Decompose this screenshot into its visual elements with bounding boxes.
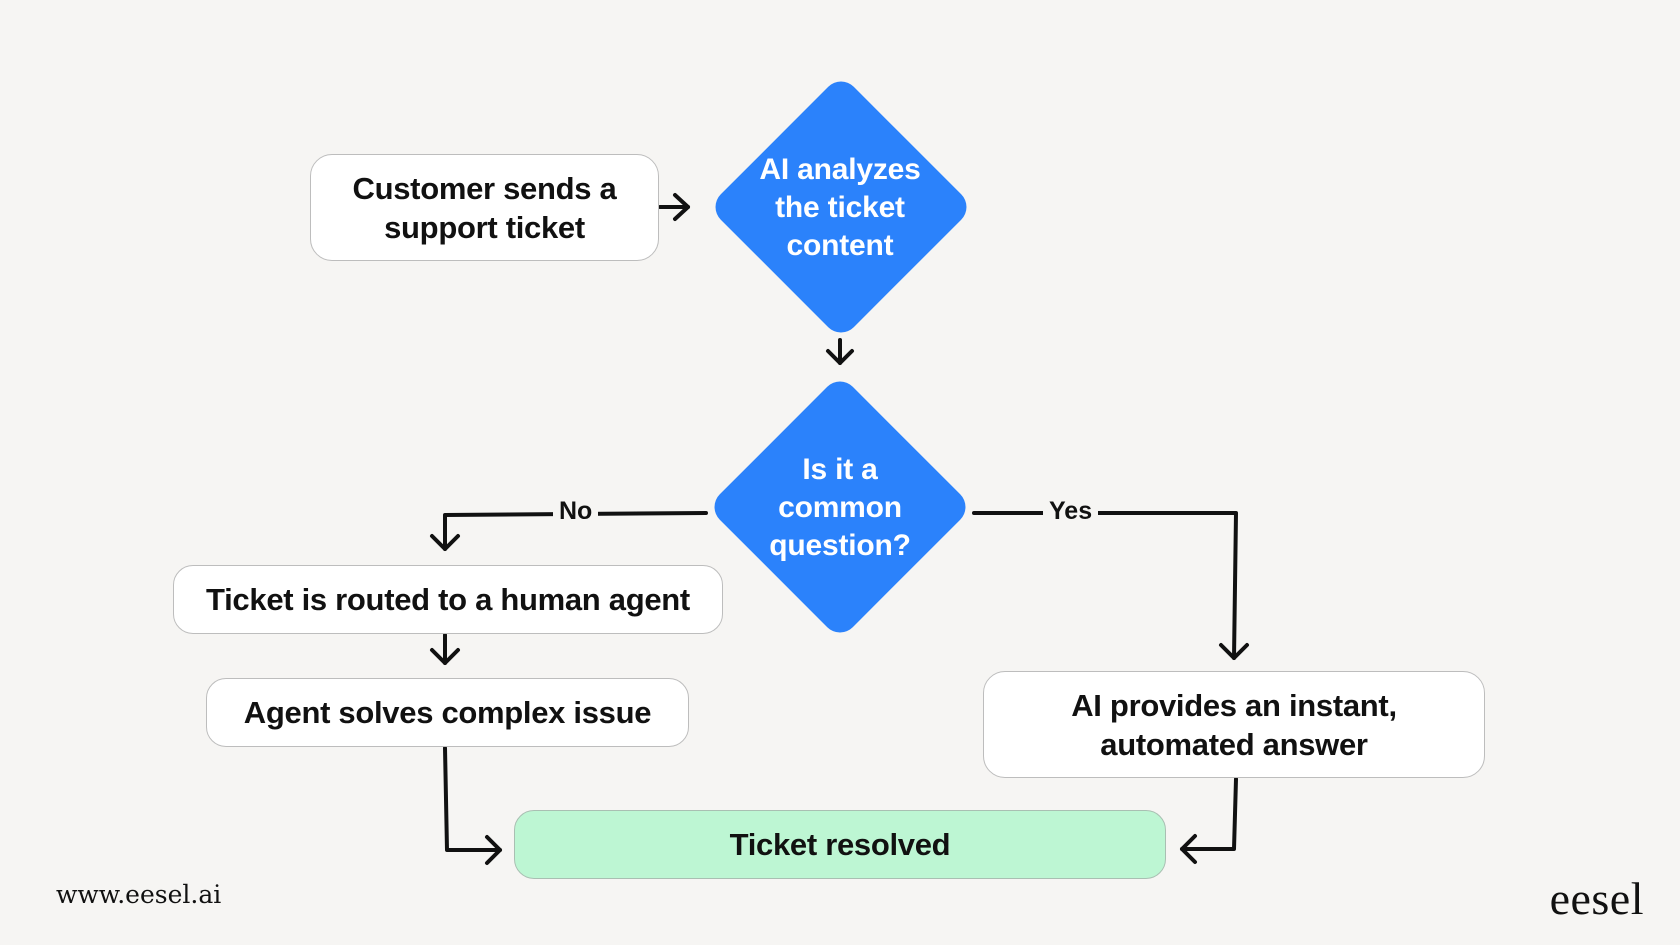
edge-agent-to-resolved — [443, 746, 502, 852]
node-label: Ticket is routed to a human agent — [206, 582, 690, 617]
decision-diamond-common-question — [714, 381, 966, 633]
node-agent-solves: Agent solves complex issue — [206, 678, 689, 747]
arrowhead-right — [485, 835, 502, 865]
node-human-agent: Ticket is routed to a human agent — [173, 565, 723, 634]
arrowhead-left — [1180, 834, 1197, 864]
edge-decision-to-human — [443, 511, 708, 551]
brand-logo: eesel — [1549, 873, 1644, 924]
edge-decision-to-ai-answer — [972, 511, 1238, 660]
node-label: AI provides an instant, automated answer — [1071, 687, 1397, 762]
decision-diamond-analyze — [715, 81, 967, 333]
footer-url: www.eesel.ai — [56, 880, 222, 909]
node-ai-analyzes-label: AI analyzes the ticket content — [759, 152, 921, 262]
node-ai-instant-answer: AI provides an instant, automated answer — [983, 671, 1485, 778]
node-decision-label: Is it a common question? — [769, 452, 911, 562]
arrowhead-right — [673, 193, 690, 221]
node-label: Ticket resolved — [729, 827, 951, 862]
arrowhead-down — [430, 648, 460, 665]
node-label: Agent solves complex issue — [243, 695, 652, 730]
arrowhead-down — [430, 534, 460, 551]
arrowhead-down — [826, 349, 854, 365]
node-ticket-resolved: Ticket resolved — [514, 810, 1166, 879]
arrowhead-down — [1219, 643, 1249, 660]
edge-ai-answer-to-resolved — [1180, 777, 1238, 851]
edge-label-no: No — [553, 497, 599, 526]
node-customer-sends-ticket: Customer sends a support ticket — [310, 154, 659, 261]
node-label: Customer sends a support ticket — [352, 170, 617, 245]
edge-label-yes: Yes — [1043, 497, 1099, 526]
